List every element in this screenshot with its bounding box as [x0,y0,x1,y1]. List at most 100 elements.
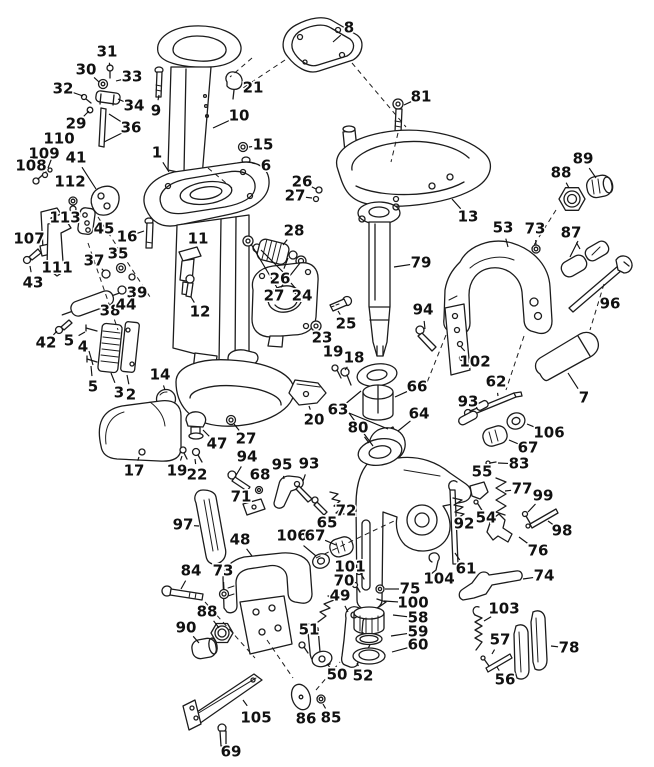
leader-line [533,209,557,246]
part-21-grommet [225,71,243,100]
leader-line [202,429,210,437]
part-53-swivel-bracket [443,240,553,336]
callout-20: 20 [304,411,325,429]
callout-2: 2 [126,386,136,404]
leader-line [302,474,306,482]
leader-line [90,365,93,377]
part-103-spring [472,605,483,651]
part-31-screw [106,64,114,79]
callout-107: 107 [13,230,44,248]
leader-line [423,320,426,330]
part-112-nut [68,196,78,206]
part-83-clip [485,460,497,466]
leader-line [251,162,256,165]
part-45-plate [77,207,96,235]
leader-line [53,330,58,336]
callout-48: 48 [230,531,251,549]
leader-line [180,580,187,590]
leader-line [491,649,496,655]
part-87-bushings [560,240,610,278]
part-71-plate [242,498,266,516]
part-24-mount-housing [251,262,319,348]
part-48-stern-bracket [222,552,313,655]
part-60-seal-ring [352,647,386,665]
callout-63: 63 [328,401,349,419]
callout-100: 100 [397,594,428,612]
leader-line [508,439,519,445]
part-67-bushing-lower [329,536,354,558]
leader-line [547,520,554,526]
diagram-artwork [22,17,633,747]
callout-leader-lines [29,34,597,709]
leader-line [282,239,288,246]
part-10-inner-exhaust-housing [157,25,242,178]
part-94-bolt-left [227,470,251,492]
leader-line [454,552,461,561]
part-78-clamp-straps [513,610,548,680]
callout-59: 59 [408,623,429,641]
part-8-gasket-plate [282,17,363,73]
callout-70: 70 [334,572,355,590]
leader-line [115,79,122,82]
callout-14: 14 [150,366,171,384]
leader-line [78,331,86,337]
callout-16: 16 [117,228,138,246]
part-89-cap-nut [585,174,614,199]
part-106-washer-right [506,412,526,430]
leader-line [233,423,240,431]
leader-line [137,230,145,234]
leader-line [348,412,374,447]
part-20-plate [288,379,327,406]
callout-17: 17 [124,462,145,480]
callout-25: 25 [336,315,357,333]
leader-line [190,296,195,303]
callout-80: 80 [348,419,369,437]
part-92-spring [452,497,465,520]
callout-7: 7 [579,389,589,407]
part-98-rod [525,508,559,529]
leader-line [505,335,525,391]
part-69-bolt [217,723,227,747]
leader-line [518,536,530,545]
part-7-tilt-tube [534,331,600,382]
part-66-bushing [362,384,394,421]
part-79-driveshaft-housing [357,201,401,357]
leader-line [393,264,411,268]
callout-101: 101 [334,558,365,576]
callout-86: 86 [296,710,317,728]
leader-line [451,198,462,210]
part-9-bolt [154,66,164,98]
part-27-grommet-lower [225,414,237,426]
callout-28: 28 [284,222,305,240]
alignment-dashes [87,57,605,691]
leader-line [47,152,55,169]
part-85-nut [316,694,326,704]
part-50-washer-disc [311,650,333,668]
part-42-bolt [54,319,73,335]
part-113-nut [69,205,77,213]
part-72-spring [329,491,345,515]
leader-line [303,545,317,557]
part-90-cap [191,637,218,660]
leader-line [280,262,301,288]
leader-line [88,350,94,366]
leader-line [234,466,242,478]
callout-5: 5 [88,378,98,396]
callout-89: 89 [573,150,594,168]
part-86-cam-disc [290,683,312,711]
callout-5: 5 [64,332,74,350]
leader-line [504,489,512,492]
callout-102: 102 [459,353,490,371]
leader-line [565,182,570,189]
callout-53: 53 [493,219,514,237]
callout-81: 81 [411,88,432,106]
part-105-mounting-bar [182,673,263,731]
callout-19: 19 [167,462,188,480]
part-38-mount-rod [61,290,123,317]
callout-54: 54 [476,509,497,527]
leader-line [390,132,399,163]
callout-104: 104 [423,570,454,588]
callout-10: 10 [229,107,250,125]
callout-97: 97 [173,516,194,534]
leader-line [348,412,389,430]
